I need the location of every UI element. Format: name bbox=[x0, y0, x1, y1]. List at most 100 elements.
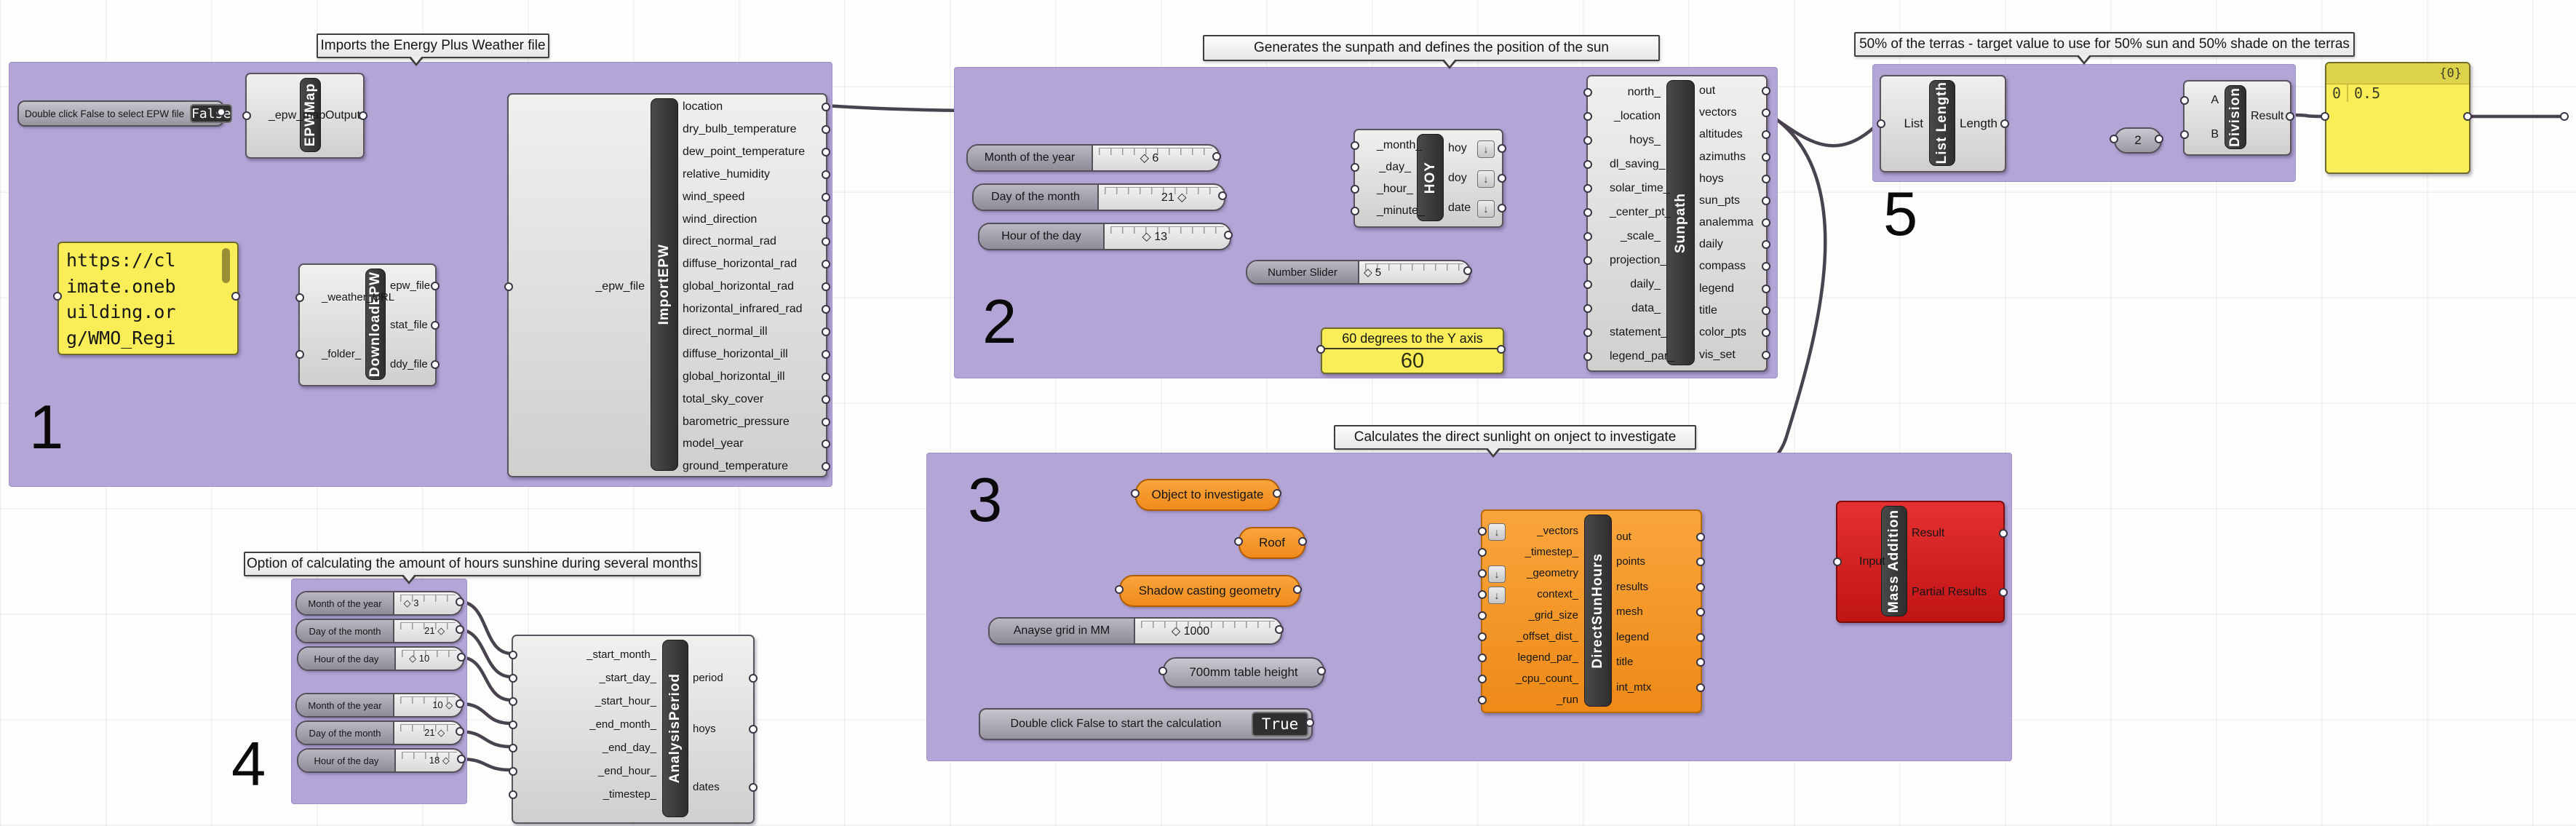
sunpath-port-hoys[interactable] bbox=[1762, 175, 1770, 183]
importepw-port-dry_bulb_temperature[interactable] bbox=[822, 125, 830, 134]
slider-day-start-track[interactable]: 21 ◇ bbox=[394, 620, 461, 642]
sunpath-port-vis_set[interactable] bbox=[1762, 351, 1770, 360]
slider-grid-track[interactable]: ◇ 1000 bbox=[1135, 619, 1281, 643]
wire-s4-startmonth[interactable] bbox=[458, 600, 514, 656]
sunpath-port-_center_pt_[interactable] bbox=[1583, 208, 1592, 217]
sunpath-port-daily_[interactable] bbox=[1583, 280, 1592, 289]
wire-s4-endhour[interactable] bbox=[458, 757, 514, 772]
importepw-port-ground_temperature[interactable] bbox=[822, 462, 830, 471]
param-shadow-casting[interactable]: Shadow casting geometry bbox=[1119, 575, 1300, 607]
massaddition-port-Input[interactable] bbox=[1833, 557, 1842, 566]
toggle-select-epw-out-port[interactable] bbox=[217, 108, 226, 116]
sunpath-port-projection_[interactable] bbox=[1583, 256, 1592, 265]
slider-hour-g2-track[interactable]: ◇ 13 bbox=[1105, 224, 1230, 249]
expand-arrow-icon[interactable]: ↓ bbox=[1477, 170, 1495, 188]
hoy-port-_minute_[interactable] bbox=[1351, 207, 1359, 215]
directsunhours-port-_offset_dist_[interactable] bbox=[1478, 632, 1487, 641]
importepw-port-global_horizontal_rad[interactable] bbox=[822, 282, 830, 291]
importepw-port-direct_normal_ill[interactable] bbox=[822, 327, 830, 336]
sunpath-port-dl_saving_[interactable] bbox=[1583, 160, 1592, 169]
importepw-port-diffuse_horizontal_ill[interactable] bbox=[822, 350, 830, 359]
slider-hour-end-track[interactable]: 18 ◇ bbox=[396, 750, 463, 771]
sunpath-port-solar_time_[interactable] bbox=[1583, 184, 1592, 193]
importepw-port-total_sky_cover[interactable] bbox=[822, 395, 830, 404]
capsule-table-height-in-port[interactable] bbox=[1158, 667, 1167, 675]
slider-grid[interactable]: Anayse grid in MM◇ 1000 bbox=[988, 617, 1282, 645]
sunpath-port-altitudes[interactable] bbox=[1762, 130, 1770, 139]
analysisperiod-port-_start_hour_[interactable] bbox=[509, 697, 517, 706]
slider-grid-out-port[interactable] bbox=[1275, 625, 1284, 634]
importepw-port-diffuse_horizontal_rad[interactable] bbox=[822, 260, 830, 269]
wire-division-panel[interactable] bbox=[2286, 113, 2327, 119]
hoy[interactable]: HOY_month__day__hour__minute_hoy↓doy↓dat… bbox=[1351, 129, 1506, 228]
hoy-port-_day_[interactable] bbox=[1351, 163, 1359, 172]
slider-day-g2-out-port[interactable] bbox=[1218, 191, 1227, 200]
expand-arrow-icon[interactable]: ↓ bbox=[1488, 565, 1506, 583]
epwmap-port-_epw_map[interactable] bbox=[242, 111, 251, 120]
wire-s4-endmonth[interactable] bbox=[458, 702, 514, 726]
sunpath-port-_scale_[interactable] bbox=[1583, 232, 1592, 241]
importepw-port-direct_normal_rad[interactable] bbox=[822, 237, 830, 246]
slider-month-end-out-port[interactable] bbox=[456, 699, 464, 708]
listlength-port-List[interactable] bbox=[1877, 119, 1885, 128]
directsunhours-port-_cpu_count_[interactable] bbox=[1478, 675, 1487, 683]
importepw-port-horizontal_infrared_rad[interactable] bbox=[822, 305, 830, 314]
sunpath-port-vectors[interactable] bbox=[1762, 108, 1770, 117]
analysisperiod-port-_end_hour_[interactable] bbox=[509, 767, 517, 776]
capsule-value-2-out-port[interactable] bbox=[2155, 135, 2163, 143]
listlength-port-Length[interactable] bbox=[2000, 119, 2009, 128]
analysisperiod-port-dates[interactable] bbox=[749, 783, 758, 792]
slider-hour-start[interactable]: Hour of the day◇ 10 bbox=[297, 646, 464, 671]
directsunhours-port-title[interactable] bbox=[1696, 658, 1705, 667]
param-roof-in-port[interactable] bbox=[1234, 537, 1243, 546]
directsunhours-port-out[interactable] bbox=[1696, 533, 1705, 541]
panel-output-in-port[interactable] bbox=[2321, 112, 2329, 121]
directsunhours-port-_run[interactable] bbox=[1478, 696, 1487, 704]
directsunhours-port-int_mtx[interactable] bbox=[1696, 683, 1705, 692]
sunpath-port-azimuths[interactable] bbox=[1762, 153, 1770, 162]
slider-month-start-value[interactable]: ◇ 3 bbox=[403, 597, 419, 608]
downloadepw-port-ddy_file[interactable] bbox=[431, 360, 440, 369]
slider-hour-start-value[interactable]: ◇ 10 bbox=[409, 653, 430, 664]
importepw-port-_epw_file[interactable] bbox=[504, 282, 513, 291]
analysisperiod-port-_end_month_[interactable] bbox=[509, 720, 517, 729]
slider-grid-value[interactable]: ◇ 1000 bbox=[1171, 625, 1210, 638]
sunpath-port-analemma[interactable] bbox=[1762, 218, 1770, 227]
slider-day-g2-track[interactable]: 21 ◇ bbox=[1099, 185, 1224, 210]
importepw-port-global_horizontal_ill[interactable] bbox=[822, 373, 830, 381]
downloadepw-port-epw_file[interactable] bbox=[431, 282, 440, 290]
massaddition-port-Result[interactable] bbox=[1999, 529, 2008, 538]
importepw-port-model_year[interactable] bbox=[822, 440, 830, 448]
slider-hour-end-out-port[interactable] bbox=[457, 755, 466, 763]
hoy-port-doy[interactable] bbox=[1498, 174, 1506, 183]
param-object-to-investigate-in-port[interactable] bbox=[1131, 489, 1140, 498]
division-port-Result[interactable] bbox=[2286, 112, 2294, 121]
expand-arrow-icon[interactable]: ↓ bbox=[1477, 140, 1495, 158]
panel-60-degrees-out-port[interactable] bbox=[1497, 345, 1506, 354]
analysisperiod-port-_end_day_[interactable] bbox=[509, 744, 517, 752]
wire-s4-starthour[interactable] bbox=[458, 655, 514, 702]
slider-hour-g2-out-port[interactable] bbox=[1224, 231, 1233, 239]
sunpath-port-daily[interactable] bbox=[1762, 240, 1770, 249]
directsunhours-port-mesh[interactable] bbox=[1696, 608, 1705, 616]
sunpath-port-out[interactable] bbox=[1762, 87, 1770, 95]
param-object-to-investigate-out-port[interactable] bbox=[1273, 489, 1281, 498]
slider-hour-start-out-port[interactable] bbox=[457, 653, 466, 662]
hoy-port-date[interactable] bbox=[1498, 204, 1506, 213]
analysisperiod[interactable]: AnalysisPeriod_start_month__start_day__s… bbox=[509, 635, 758, 824]
sunpath-port-_location[interactable] bbox=[1583, 112, 1592, 121]
toggle-run-calculation-value[interactable]: True bbox=[1252, 712, 1308, 736]
directsunhours-port-legend[interactable] bbox=[1696, 633, 1705, 642]
division-port-B[interactable] bbox=[2180, 130, 2189, 139]
slider-hour-end-value[interactable]: 18 ◇ bbox=[429, 755, 450, 766]
analysisperiod-port-_start_month_[interactable] bbox=[509, 651, 517, 659]
expand-arrow-icon[interactable]: ↓ bbox=[1488, 587, 1506, 604]
